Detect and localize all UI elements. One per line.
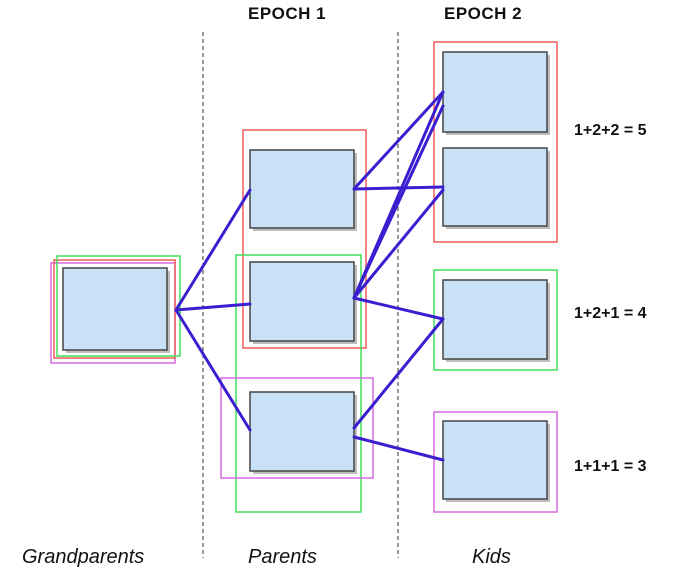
edge-p1-k1 bbox=[352, 90, 445, 191]
parent-node-2 bbox=[249, 261, 355, 342]
grandparent-node bbox=[62, 267, 168, 351]
epoch2-header: EPOCH 2 bbox=[444, 4, 523, 23]
edge-gp-p2 bbox=[174, 302, 252, 312]
kids-group-green bbox=[433, 269, 558, 371]
parent-node-3 bbox=[249, 391, 355, 472]
kid-node-3 bbox=[442, 279, 548, 360]
edge-gp-p1 bbox=[174, 188, 252, 312]
epoch1-header: EPOCH 1 bbox=[248, 4, 327, 23]
kids-group-red bbox=[433, 41, 558, 243]
parents-group-red bbox=[242, 129, 367, 349]
kid-node-1 bbox=[442, 51, 548, 133]
kid-node-2 bbox=[442, 147, 548, 227]
edge-p2-k2 bbox=[352, 188, 445, 300]
kids-group-magenta bbox=[433, 411, 558, 513]
parents-group-green bbox=[235, 254, 362, 513]
formula-middle: 1+2+1 = 4 bbox=[574, 305, 647, 322]
edge-p1-k2 bbox=[352, 185, 445, 191]
edge-p3-k4 bbox=[352, 435, 445, 462]
parents-group-magenta bbox=[220, 377, 374, 479]
edge-p2-k3 bbox=[352, 296, 445, 321]
edge-p2-k1b bbox=[352, 104, 445, 300]
parent-node-1 bbox=[249, 149, 355, 229]
kid-node-4 bbox=[442, 420, 548, 500]
edge-p3-k3 bbox=[352, 317, 445, 430]
edges bbox=[174, 90, 445, 462]
formula-top: 1+2+2 = 5 bbox=[574, 122, 647, 139]
formula-bottom: 1+1+1 = 3 bbox=[574, 458, 647, 475]
edge-gp-p3 bbox=[174, 308, 252, 432]
